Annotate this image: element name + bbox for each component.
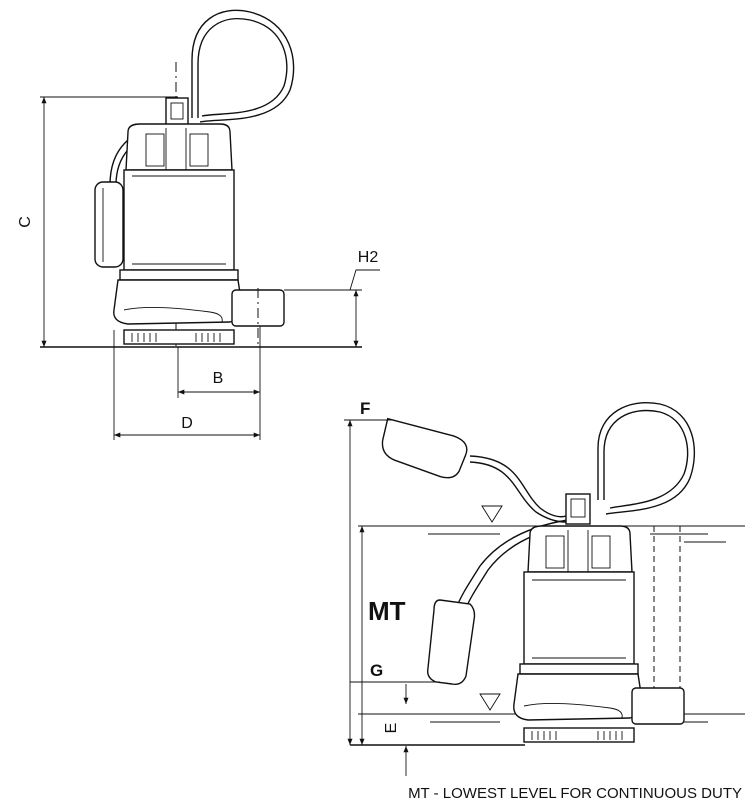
bottom-motor-head [527, 525, 633, 573]
high-float [381, 417, 468, 479]
top-flange [119, 269, 239, 281]
bottom-flange [519, 663, 639, 675]
bottom-handle [565, 493, 591, 525]
top-handle [165, 97, 189, 127]
bottom-motor-body [523, 571, 635, 665]
top-pump-base [113, 279, 243, 325]
dim-g-label: G [370, 661, 383, 680]
dim-b-label: B [213, 370, 224, 387]
caption: MT - LOWEST LEVEL FOR CONTINUOUS DUTY [408, 785, 742, 802]
bottom-cable-loop [597, 402, 696, 515]
top-cable-loop-inner [197, 18, 288, 118]
top-motor-head [125, 123, 233, 171]
top-motor-body [123, 169, 235, 271]
upper-level-marker [481, 505, 503, 523]
dim-h2-label: H2 [358, 249, 379, 266]
bottom-strainer [523, 727, 635, 743]
dim-f-label: F [360, 399, 370, 418]
top-pump: C H2 B D [17, 9, 380, 440]
bottom-pump: F MT G E MT - LOWEST LEVEL FOR CONTINUOU… [344, 399, 745, 802]
top-strainer [123, 329, 235, 345]
lower-level-marker [479, 693, 501, 711]
dim-mt-label: MT [368, 596, 406, 626]
dim-e-label: E [383, 723, 400, 734]
top-cable-loop [191, 9, 295, 123]
bottom-outlet [631, 687, 685, 725]
dim-d-label: D [181, 415, 193, 432]
top-float [94, 181, 124, 268]
high-float-cable [469, 455, 567, 518]
low-float [426, 599, 476, 686]
dim-c-label: C [17, 216, 34, 228]
bottom-pump-base [513, 673, 643, 721]
